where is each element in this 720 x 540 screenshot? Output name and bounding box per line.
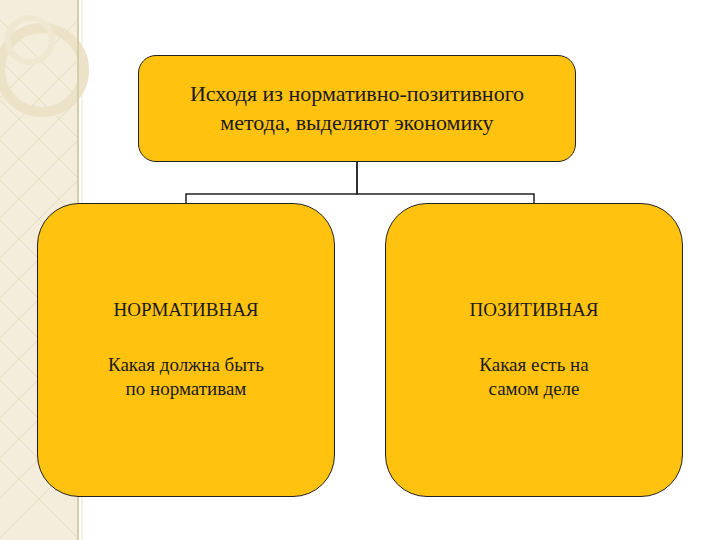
category-box: ПОЗИТИВНАЯ Какая есть на самом деле <box>385 203 683 497</box>
box-heading: НОРМАТИВНАЯ <box>113 298 258 323</box>
box-body: Какая есть на самом деле <box>464 353 604 402</box>
box-heading: Исходя из нормативно-позитивного метода,… <box>157 80 557 137</box>
tree-connector <box>357 162 534 203</box>
root-box: Исходя из нормативно-позитивного метода,… <box>138 55 576 162</box>
box-body: Какая должна быть по нормативам <box>96 353 276 402</box>
category-box: НОРМАТИВНАЯ Какая должна быть по норматив… <box>37 203 335 497</box>
box-heading: ПОЗИТИВНАЯ <box>470 298 599 323</box>
tree-connector <box>186 162 357 203</box>
